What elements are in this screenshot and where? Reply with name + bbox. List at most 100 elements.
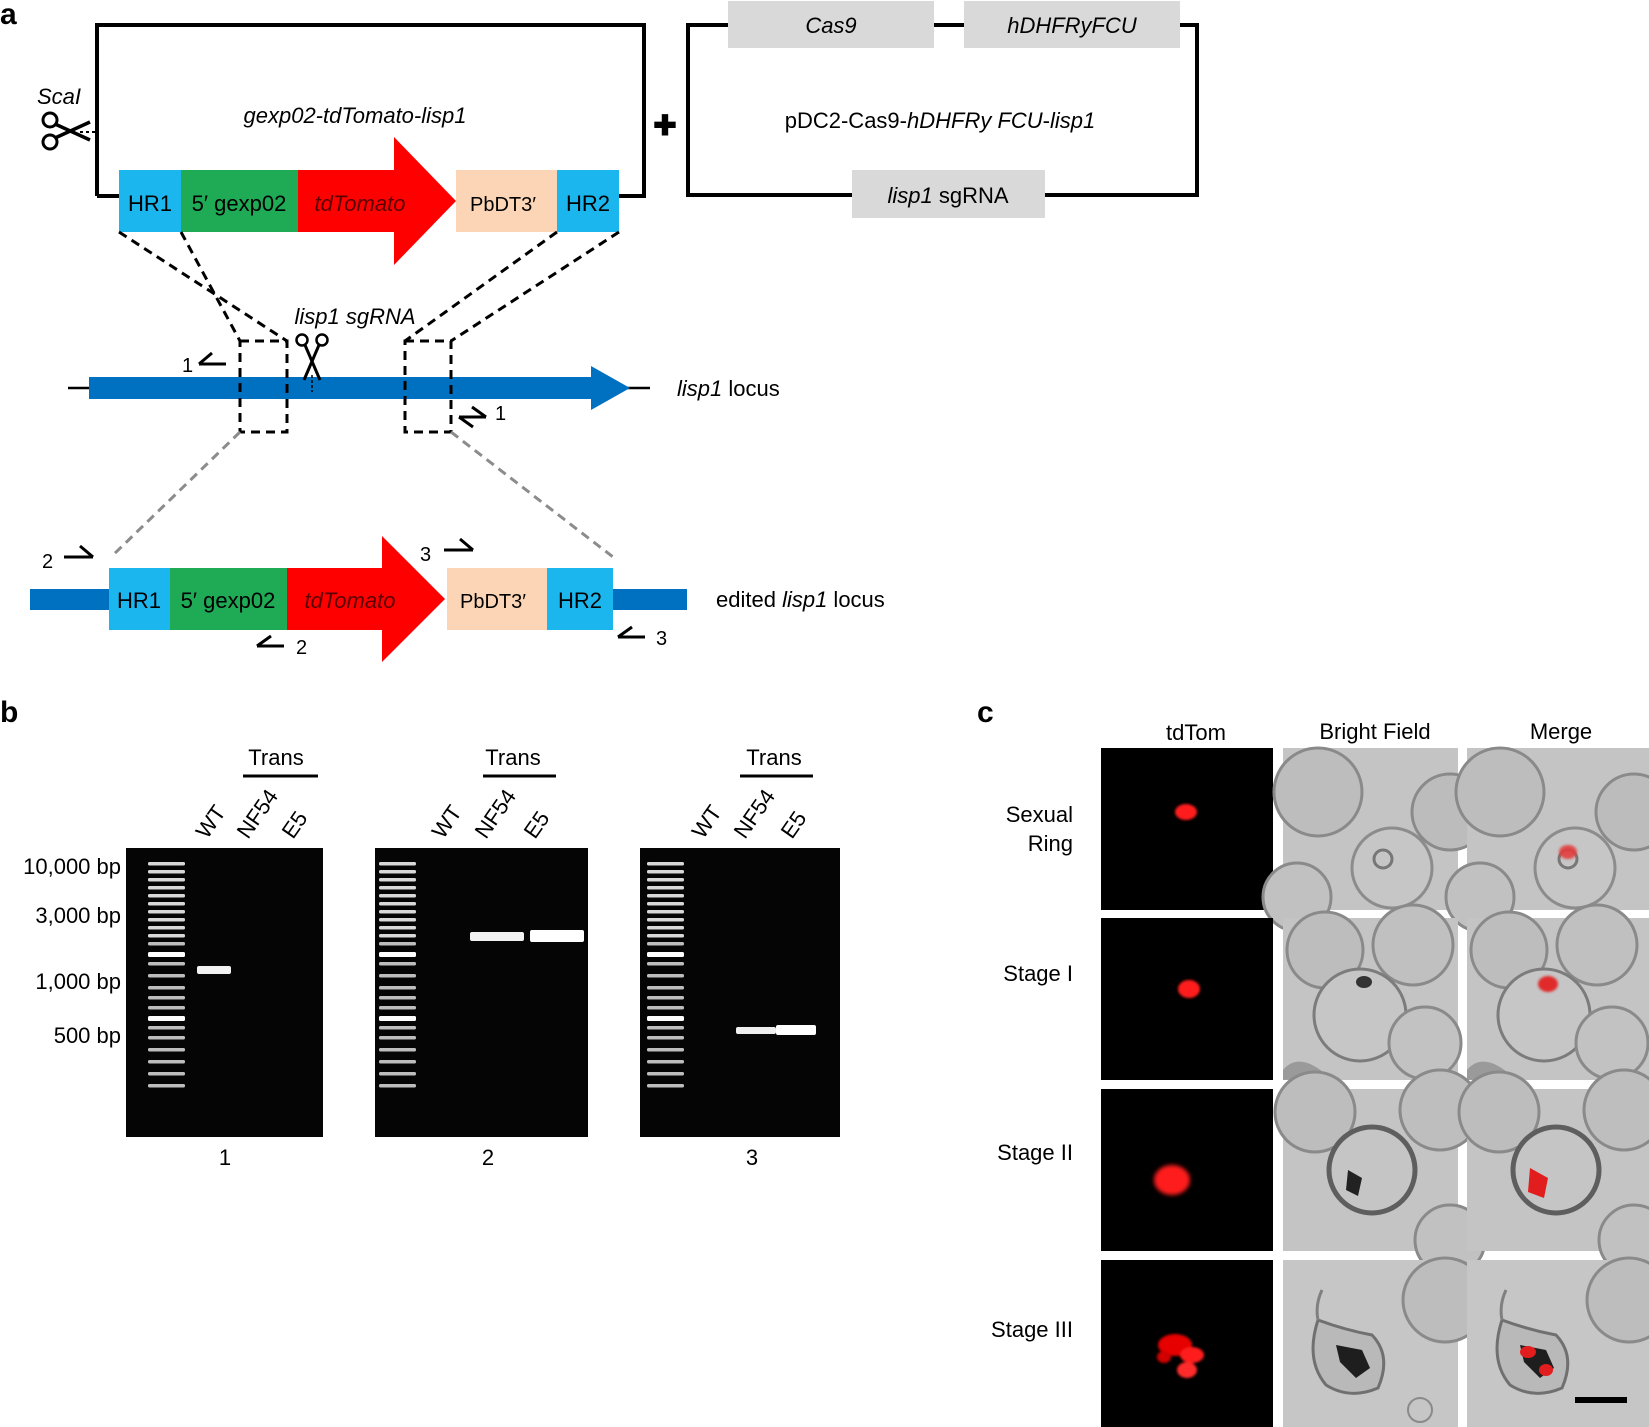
ladder-band [379,918,416,922]
donor-hr1 [119,170,181,232]
ladder-band [379,870,416,874]
ladder-band [647,902,684,906]
ladder-band [148,996,185,1000]
donor-tdtomato-label: tdTomato [315,191,406,216]
marker-10000: 10,000 bp [23,854,121,879]
primer-3-forward-label: 3 [420,544,431,566]
ladder-band [647,952,684,957]
primer-2-reverse-label: 2 [296,637,307,659]
primer-3-reverse-arrow [617,625,645,639]
edited-pbdt [447,568,547,630]
ladder-band [647,934,684,938]
ladder-band [379,926,416,930]
ladder-band [647,942,684,946]
locus-label: lisp1 locus [677,376,780,401]
ladder-band [379,974,416,978]
gel-1-trans-label: Trans [248,745,303,770]
gel-3-lane-nf54: NF54 [729,784,780,842]
gel-2-lane-wt: WT [427,801,467,843]
donor-hr2 [557,170,619,232]
gel-2-band-nf54 [470,932,524,941]
plasmid-name: pDC2-Cas9-hDHFRy FCU-lisp1 [785,108,1096,133]
gel-1-image [126,848,323,1137]
ladder-band [379,1084,416,1088]
panel-label-b: b [0,696,18,729]
donor-tdtomato-arrow [298,137,456,265]
edited-backbone-left [30,589,110,610]
panel-label-a: a [0,0,17,31]
ladder-band [379,962,416,966]
ladder-band [379,952,416,957]
edited-hr1 [109,568,170,630]
gel-1-lane-wt: WT [191,801,231,843]
ladder-band [148,942,185,946]
ladder-band [379,986,416,990]
edited-gexp-label: 5′ gexp02 [181,588,276,613]
edited-hr1-label: HR1 [117,588,161,613]
gel-1-lane-nf54: NF54 [232,784,283,842]
ladder-band [148,962,185,966]
row-label-stage-2: Stage II [997,1140,1073,1165]
ladder-band [647,878,684,882]
gel-3-lane-wt: WT [687,801,727,843]
gel-1-ladder [148,862,185,1088]
bf-stage-3 [1283,1256,1489,1427]
gel-3-trans-label: Trans [746,745,801,770]
sgrna-cut-label: lisp1 sgRNA [294,304,415,329]
column-header-bright-field: Bright Field [1319,719,1430,744]
ladder-band [647,1026,684,1030]
ladder-band [379,1048,416,1052]
locus-hr1-box [238,339,289,434]
panel-label-c: c [977,696,994,729]
ladder-band [379,1016,416,1021]
ladder-band [148,1036,185,1040]
micrograph-grid [1101,746,1649,1427]
row-label-stage-3: Stage III [991,1317,1073,1342]
locus-hr2-box [403,339,453,434]
primer-1-reverse-arrow [458,405,487,429]
ladder-band [148,1016,185,1021]
ladder-band [647,1060,684,1064]
hdhfr-box-label: hDHFRyFCU [1007,13,1137,38]
gel-2-number: 2 [482,1145,494,1170]
sgrna-scissors-icon [295,333,329,381]
ladder-band [379,1036,416,1040]
ladder-band [148,974,185,978]
column-header-merge: Merge [1530,719,1592,744]
edited-tdtomato-label: tdTomato [305,588,396,613]
ladder-band [379,862,416,866]
ladder-band [148,1060,185,1064]
bf-stage-2 [1273,1068,1487,1277]
donor-gexp-label: 5′ gexp02 [192,191,287,216]
ladder-band [148,878,185,882]
row-label-stage-1: Stage I [1003,961,1073,986]
merge-stage-1 [1467,903,1649,1081]
ladder-band [379,942,416,946]
primer-1-forward-arrow [198,351,226,366]
merge-stage-2 [1457,1068,1649,1277]
gel-2-trans-label: Trans [485,745,540,770]
hdhfr-box [964,1,1180,48]
gel-1: Trans WT NF54 E5 1 [126,745,323,1170]
ladder-band [379,996,416,1000]
ladder-band [379,1026,416,1030]
scissors-icon [41,111,91,151]
gel-3-ladder [647,862,684,1088]
ladder-band [148,1006,185,1010]
gel-2-image [375,848,588,1137]
homology-lines-top [118,230,620,343]
ladder-band [148,862,185,866]
gel-2-lane-e5: E5 [519,806,555,842]
ladder-band [647,1084,684,1088]
ladder-band [148,902,185,906]
marker-500: 500 bp [54,1023,121,1048]
ladder-band [379,894,416,898]
ladder-band [148,1084,185,1088]
ladder-band [148,1048,185,1052]
donor-plasmid-frame [95,23,646,198]
ladder-band [148,870,185,874]
gel-3-band-e5 [776,1025,816,1035]
donor-pbdt-label: PbDT3′ [470,194,536,216]
donor-hr1-label: HR1 [128,191,172,216]
